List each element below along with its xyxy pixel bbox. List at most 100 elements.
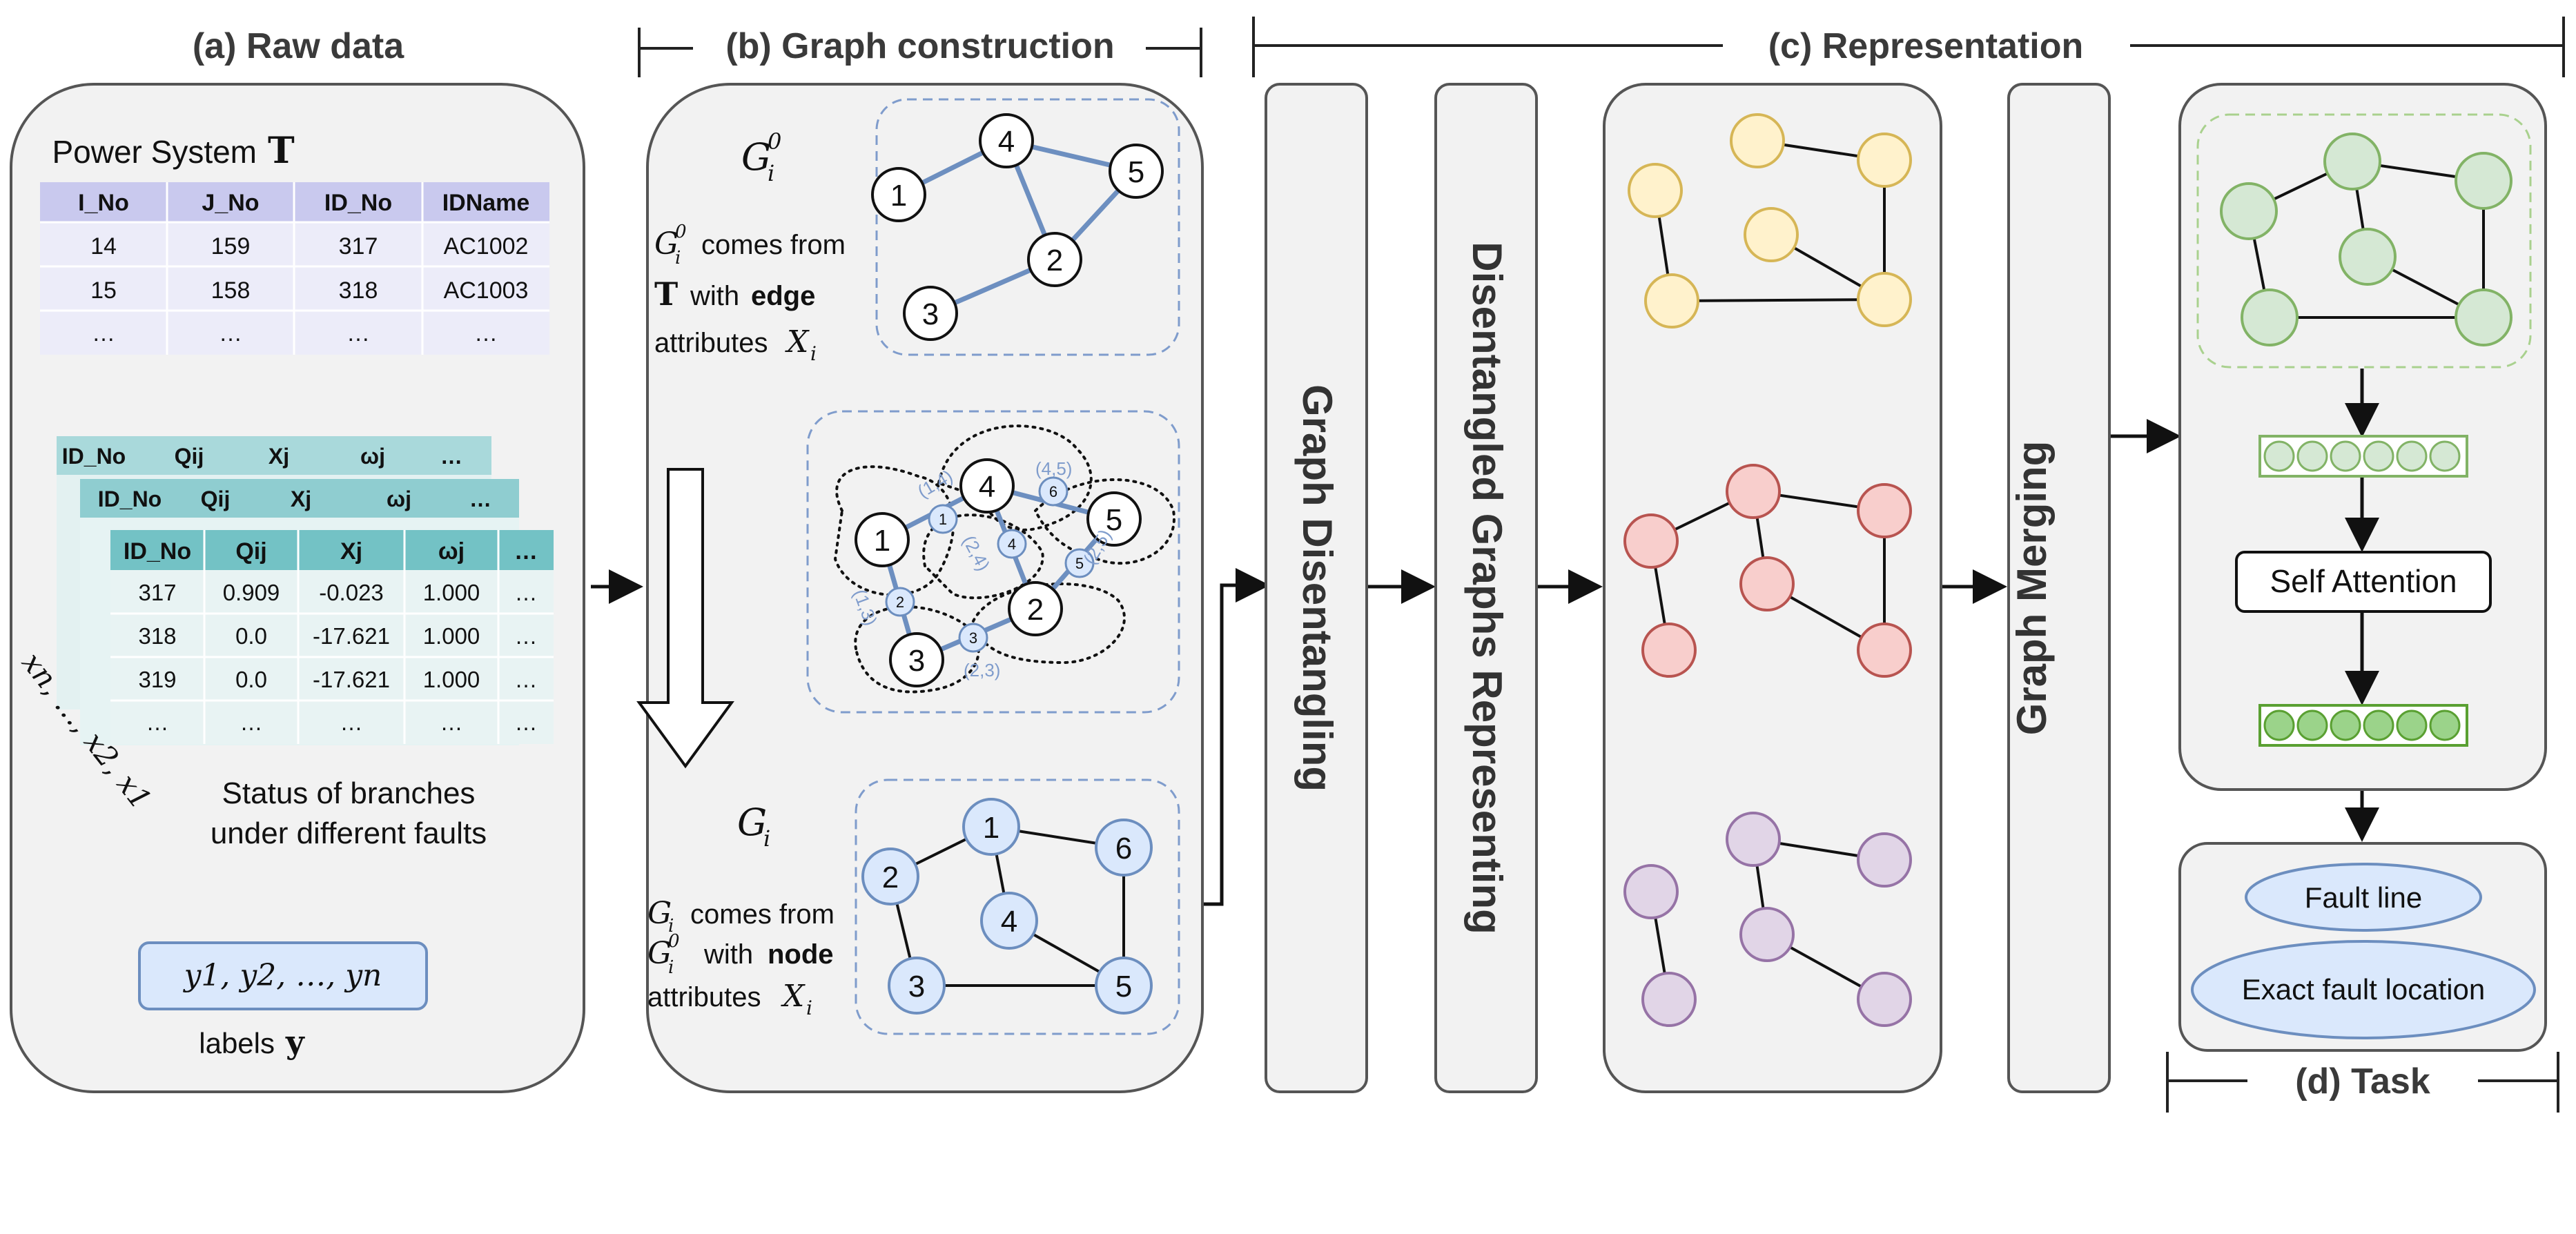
text1-x: X [785, 324, 810, 360]
purple-node [1739, 907, 1795, 962]
text2-g0: G [647, 936, 672, 971]
text1-attributes: attributes [654, 328, 768, 358]
status-cell: 0.0 [235, 667, 267, 692]
graph2-node-label: 3 [908, 644, 925, 678]
graph3-node [1095, 819, 1153, 876]
graph-merging-block [2007, 83, 2111, 1093]
red-graph [1623, 464, 1912, 678]
sys-cell: 158 [211, 277, 251, 304]
text1-g: G [654, 226, 679, 262]
graph-disentangling-block [1265, 83, 1368, 1093]
sys-cell: … [219, 320, 242, 346]
sys-header-0: I_No [78, 190, 129, 216]
labels-caption: labels [199, 1027, 275, 1059]
yellow-node [1628, 163, 1683, 218]
yellow-node [1730, 113, 1785, 168]
system-title: Power System [52, 134, 257, 170]
red-node [1726, 464, 1781, 519]
status-header-back: ID_No [62, 444, 126, 469]
sys-cell: … [92, 320, 115, 346]
graph2-node-label: 2 [1027, 593, 1044, 627]
green-node [2455, 288, 2512, 346]
graph2-node-label: 5 [1106, 503, 1122, 537]
graphs-representing-block [1434, 83, 1538, 1093]
text1-g-sup: 0 [675, 222, 687, 242]
self-attention-label: Self Attention [2270, 563, 2457, 599]
sys-cell: 318 [339, 277, 378, 304]
status-table-front: ID_No Qij Xj ωj … 317 0.909 -0.023 1.000… [110, 530, 554, 744]
status-cell: 318 [138, 623, 176, 649]
fault-line-label: Fault line [2305, 881, 2422, 914]
text2-g0-sub: i [668, 957, 674, 978]
edge-label: (2,3) [964, 660, 1000, 680]
g0-sub: i [768, 160, 774, 186]
graph3-node [980, 892, 1038, 950]
text2-g0-sup: 0 [668, 931, 680, 952]
graph3-nodes: 1 2 6 4 3 5 [861, 798, 1153, 1015]
status-cell: 1.000 [423, 667, 480, 692]
task-title: (d) Task [2295, 1061, 2430, 1101]
merged-graph [2220, 133, 2512, 346]
status-header-mid: ωj [387, 487, 411, 511]
graph-construction-bracket [638, 23, 1202, 77]
sys-cell: 14 [90, 233, 117, 259]
yellow-node [1857, 133, 1912, 188]
edge-node [1064, 548, 1095, 578]
purple-node [1857, 832, 1912, 888]
yellow-node [1857, 272, 1912, 327]
status-cell: … [515, 709, 538, 735]
status-caption-line2: under different faults [211, 816, 487, 850]
edge-node [958, 623, 988, 653]
status-header: ωj [438, 538, 465, 565]
graphs-representing-label: Disentangled Graphs Representing [1464, 242, 1510, 934]
green-node [2323, 133, 2381, 190]
status-header-back: Qij [175, 444, 204, 469]
representation-title: (c) Representation [1768, 26, 2084, 66]
graph1-node-label: 4 [998, 125, 1015, 159]
edge-node-label: 3 [969, 629, 977, 647]
self-attention-box [2235, 551, 2492, 613]
graph2-box [806, 410, 1180, 714]
status-cell: 1.000 [423, 580, 480, 605]
status-header-mid: Qij [201, 487, 231, 511]
edge-node-label: 6 [1049, 483, 1057, 500]
labels-symbol: y [285, 1024, 305, 1061]
embedding-vector-output [2258, 704, 2468, 747]
graph3-node-label: 1 [983, 811, 999, 845]
text2-attributes: attributes [647, 982, 761, 1012]
construction-down-arrow [636, 468, 734, 769]
graph2-node [1008, 581, 1063, 636]
graph2-nodes: 1 4 5 2 3 [855, 458, 1142, 687]
edge-node-label: 5 [1075, 555, 1084, 572]
graph1-node [1027, 232, 1082, 287]
yellow-node [1744, 207, 1799, 262]
graph3-box [855, 778, 1180, 1035]
exact-location-ellipse [2191, 940, 2536, 1039]
red-node [1623, 513, 1679, 569]
graph1-node-label: 1 [890, 179, 907, 213]
sys-cell: 159 [211, 233, 251, 259]
edge-node-label: 2 [896, 594, 904, 611]
status-cell: … [515, 580, 538, 605]
status-cell: … [515, 667, 538, 692]
status-cell: … [340, 709, 363, 735]
representation-bracket [1252, 17, 2565, 77]
status-header-back: ωj [360, 444, 385, 469]
graph3-node-label: 5 [1115, 970, 1132, 1003]
status-cell: 1.000 [423, 623, 480, 649]
status-cell: -0.023 [319, 580, 384, 605]
status-caption-line1: Status of branches [222, 776, 476, 810]
status-cell: … [440, 709, 463, 735]
status-cell: -17.621 [313, 623, 390, 649]
graph2-node-label: 1 [874, 524, 890, 558]
status-cell: 0.0 [235, 623, 267, 649]
text2-g: G [647, 896, 672, 931]
status-cell: … [240, 709, 263, 735]
text2-comes-from: comes from [690, 899, 835, 930]
text1-x-sub: i [810, 342, 817, 365]
purple-node [1641, 972, 1697, 1027]
sys-cell: AC1003 [444, 277, 529, 304]
graph1-nodes: 1 4 5 2 3 [871, 113, 1164, 341]
graph1-node [979, 113, 1034, 168]
green-node [2455, 152, 2512, 210]
